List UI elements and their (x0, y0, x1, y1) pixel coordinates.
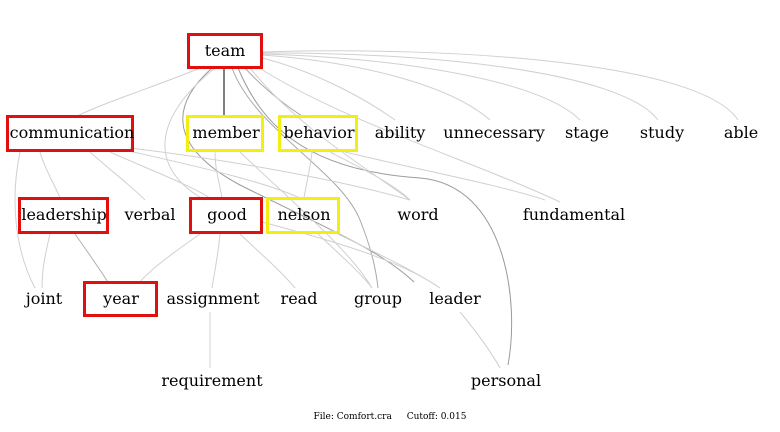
edge-communication-word (129, 147, 411, 201)
node-word: word (397, 205, 439, 224)
node-member: member (192, 123, 260, 142)
footer-cutoff: Cutoff: 0.015 (406, 412, 467, 422)
node-assignment: assignment (166, 289, 260, 308)
edge-good-read (239, 233, 296, 289)
behavior-highlight-box (278, 115, 358, 152)
node-team: team (204, 41, 246, 60)
edge-team-group (231, 67, 379, 289)
edge-team-study (261, 52, 659, 121)
edge-team-personal (237, 67, 513, 366)
footer-info: File: Comfort.cra Cutoff: 0.015 (0, 412, 780, 422)
footer-file: File: Comfort.cra (313, 412, 392, 422)
edge-team-leader (182, 67, 415, 283)
node-able: able (723, 123, 759, 142)
node-stage: stage (565, 123, 609, 142)
edge-communication-leadership (39, 151, 61, 199)
edge-leadership-joint (41, 233, 51, 289)
communication-highlight-box (6, 115, 134, 152)
edge-behavior-word (329, 151, 411, 201)
edge-member-good (214, 151, 223, 199)
edge-member-group (239, 151, 373, 289)
edge-communication-verbal (89, 151, 146, 201)
edge-team-good (164, 67, 216, 201)
edge-team-fundamental (255, 65, 561, 203)
node-nelson: nelson (277, 205, 331, 224)
leadership-highlight-box (18, 197, 109, 234)
node-read: read (280, 289, 318, 308)
edge-communication-good (109, 151, 211, 199)
node-year: year (103, 289, 139, 308)
team-highlight-box (187, 33, 263, 69)
edge-team-stage (261, 53, 581, 121)
node-leader: leader (429, 289, 481, 308)
node-verbal: verbal (124, 205, 176, 224)
edge-communication-nelson (124, 149, 301, 199)
edge-team-communication (74, 65, 206, 118)
edge-nelson-leader (329, 229, 441, 289)
member-highlight-box (186, 115, 264, 152)
edge-leadership-year (74, 233, 109, 283)
node-ability: ability (374, 123, 426, 142)
node-joint: joint (25, 289, 63, 308)
edge-good-year (139, 233, 201, 283)
edge-behavior-fundamental (344, 151, 546, 201)
year-highlight-box (83, 281, 158, 317)
edge-team-unnecessary (261, 54, 491, 121)
nelson-highlight-box (266, 197, 340, 234)
node-personal: personal (470, 371, 542, 390)
node-fundamental: fundamental (522, 205, 626, 224)
node-group: group (353, 289, 403, 308)
node-leadership: leadership (21, 205, 107, 224)
edge-behavior-nelson (303, 151, 313, 199)
edge-leader-personal (459, 311, 501, 369)
edge-team-able (261, 50, 739, 121)
edge-nelson-group (317, 233, 373, 289)
edge-good-assignment (211, 233, 221, 289)
node-unnecessary: unnecessary (443, 123, 545, 142)
edge-team-ability (261, 57, 396, 121)
node-requirement: requirement (161, 371, 263, 390)
edge-team-word (249, 67, 411, 201)
edge-team-behavior (244, 67, 306, 119)
node-good: good (207, 205, 247, 224)
node-behavior: behavior (283, 123, 355, 142)
edge-communication-joint (14, 151, 36, 289)
good-highlight-box (189, 197, 263, 234)
node-communication: communication (9, 123, 135, 142)
node-study: study (639, 123, 685, 142)
